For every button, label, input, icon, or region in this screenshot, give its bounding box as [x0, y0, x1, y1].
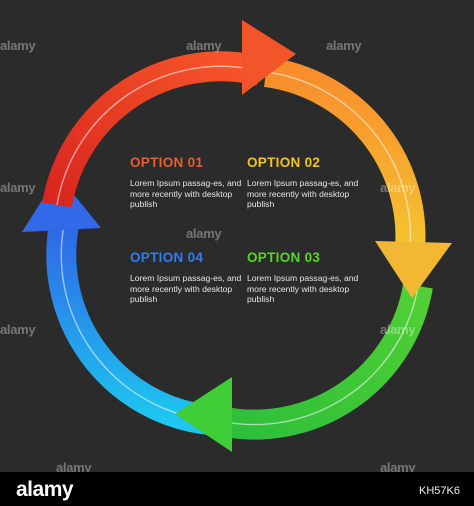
arrow-red [42, 20, 296, 208]
footer-bar: alamy KH57K6 [0, 472, 474, 506]
watermark: alamy [380, 322, 416, 337]
arrow-orange [263, 57, 452, 298]
option-02-title: OPTION 02 [247, 155, 321, 170]
option-04-text: Lorem Ipsum passag-es, and more recently… [130, 273, 242, 304]
watermark: alamy [326, 38, 362, 53]
brand-logo: alamy [16, 478, 74, 501]
option-02: OPTION 02 Lorem Ipsum passag-es, and mor… [247, 155, 365, 210]
option-03-text: Lorem Ipsum passag-es, and more recently… [247, 273, 359, 304]
watermark: alamy [380, 460, 416, 475]
option-04: OPTION 04 Lorem Ipsum passag-es, and mor… [130, 250, 248, 305]
option-02-text: Lorem Ipsum passag-es, and more recently… [247, 178, 359, 209]
image-code: KH57K6 [419, 485, 460, 497]
watermark: alamy [380, 180, 416, 195]
option-04-title: OPTION 04 [130, 250, 204, 265]
watermark: alamy [56, 460, 92, 475]
watermark: alamy [186, 226, 222, 241]
watermark: alamy [0, 180, 36, 195]
watermark: alamy [186, 38, 222, 53]
option-03-title: OPTION 03 [247, 250, 321, 265]
watermark: alamy [0, 322, 36, 337]
option-01-title: OPTION 01 [130, 155, 204, 170]
cycle-arrows-svg [22, 20, 452, 452]
option-03: OPTION 03 Lorem Ipsum passag-es, and mor… [247, 250, 365, 305]
option-01-text: Lorem Ipsum passag-es, and more recently… [130, 178, 242, 209]
arrow-green [175, 283, 433, 452]
option-01: OPTION 01 Lorem Ipsum passag-es, and mor… [130, 155, 248, 210]
cycle-diagram: OPTION 01 Lorem Ipsum passag-es, and mor… [22, 20, 452, 452]
watermark: alamy [0, 38, 36, 53]
